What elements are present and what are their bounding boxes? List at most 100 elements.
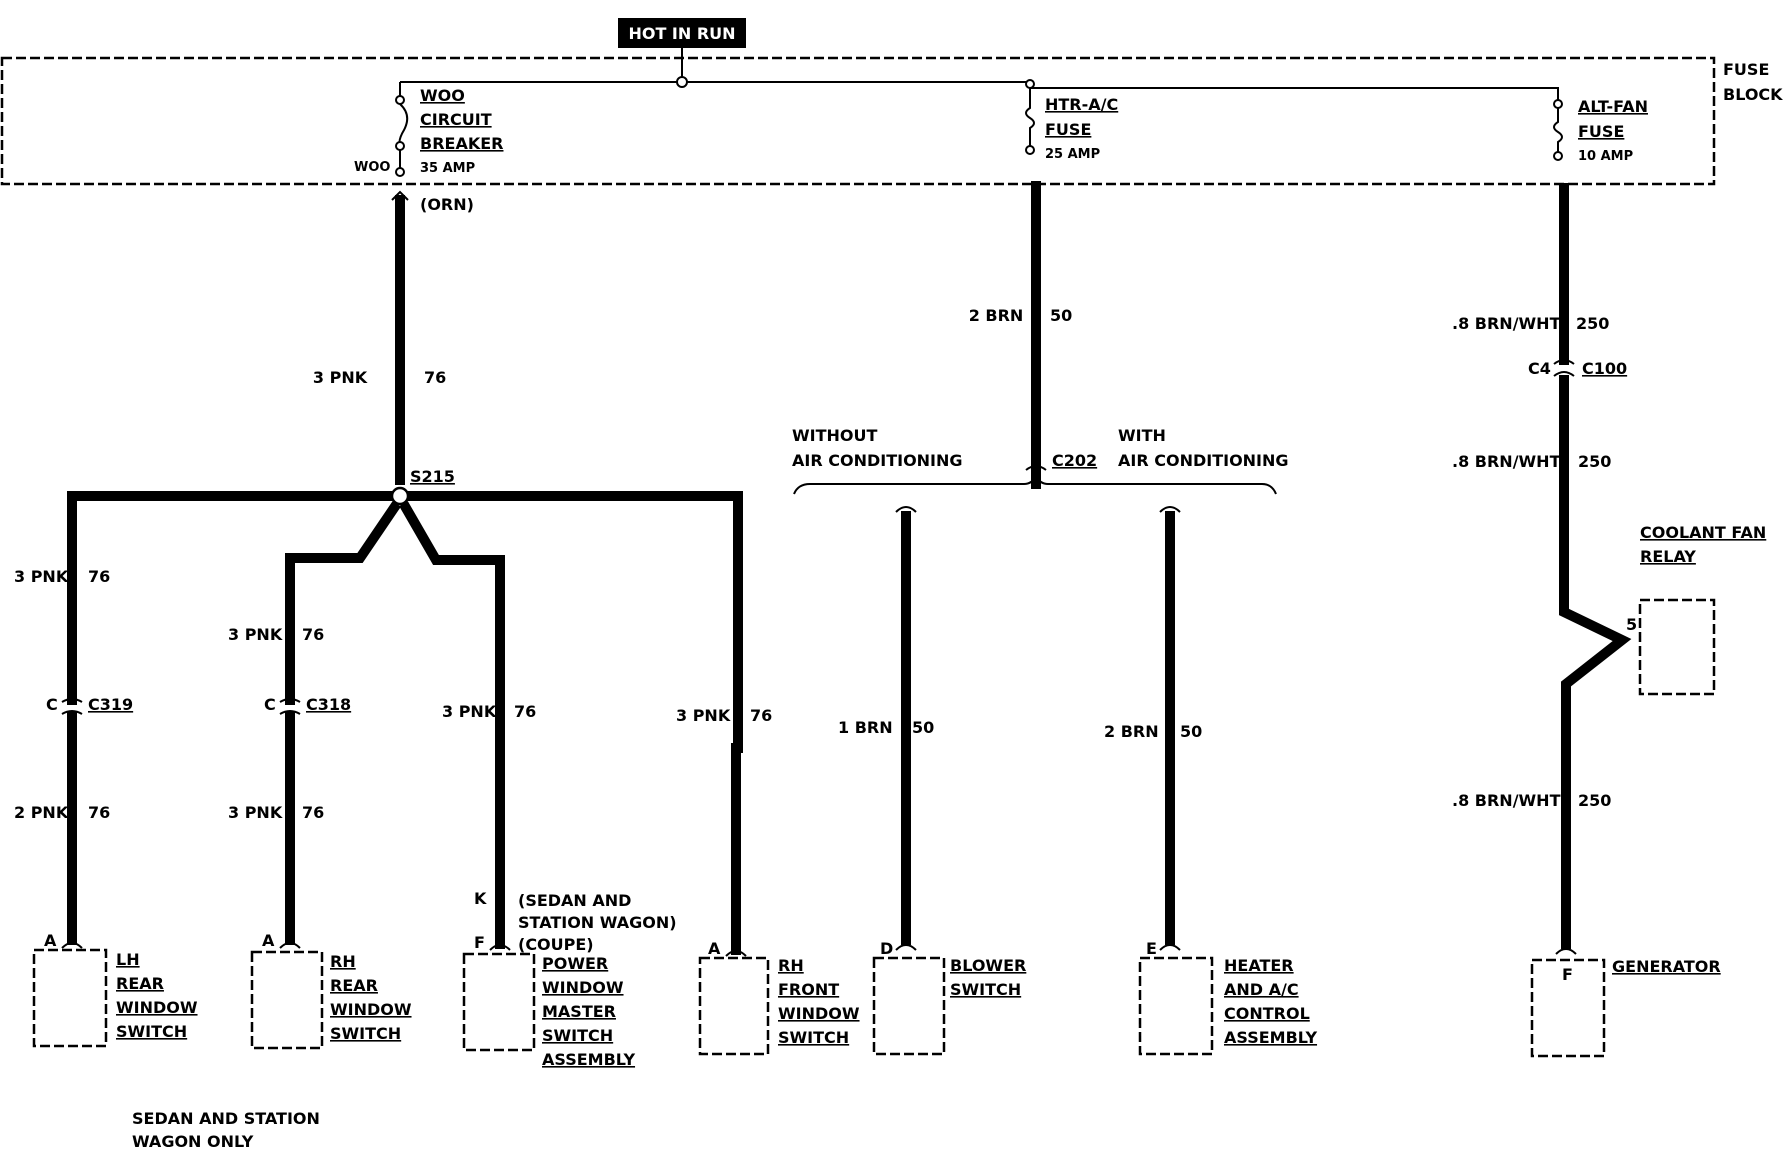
heater-ac-control-box	[1138, 956, 1214, 1056]
power-window-master-box	[462, 952, 536, 1052]
lh-rear-label-2: REAR	[116, 974, 164, 993]
lh-upper-circuit: 76	[88, 567, 110, 586]
c100-name: C100	[1582, 359, 1627, 378]
htr-feed-circuit: 50	[1050, 306, 1072, 325]
alt-fan-3-gauge: .8 BRN/WHT	[1452, 791, 1561, 810]
blower-label-1: BLOWER	[950, 956, 1026, 975]
with-ac-1: WITH	[1118, 426, 1166, 445]
lh-lower-gauge: 2 PNK	[14, 803, 69, 822]
rh-rear-terminal	[279, 942, 301, 949]
heater-terminal	[1159, 944, 1181, 951]
blower-wire-top-terminal	[895, 506, 917, 513]
blower-circuit: 50	[912, 718, 934, 737]
c319-pin: C	[46, 695, 58, 714]
power-window-terminal	[489, 944, 511, 951]
rh-rear-label-2: REAR	[330, 976, 378, 995]
lh-rear-window-switch-box	[32, 948, 108, 1048]
pw-label-5: ASSEMBLY	[542, 1050, 635, 1069]
fuse-block-label-1: FUSE	[1723, 60, 1769, 79]
pw-label-4: SWITCH	[542, 1026, 613, 1045]
heater-label-3: CONTROL	[1224, 1004, 1310, 1023]
rh-front-circuit: 76	[750, 706, 772, 725]
lh-upper-gauge: 3 PNK	[14, 567, 69, 586]
htr-feed-gauge: 2 BRN	[969, 306, 1024, 325]
generator-label: GENERATOR	[1612, 957, 1721, 976]
footnote-2: WAGON ONLY	[132, 1132, 254, 1151]
rh-front-gauge: 3 PNK	[676, 706, 731, 725]
without-ac-1: WITHOUT	[792, 426, 878, 445]
relay-pin: 5	[1626, 615, 1637, 634]
alt-fan-1-circuit: 250	[1576, 314, 1609, 333]
woo-terminal: WOO	[354, 160, 390, 175]
alt-fan-2-circuit: 250	[1578, 452, 1611, 471]
c100-pin: C4	[1528, 359, 1551, 378]
lh-rear-terminal	[61, 942, 83, 949]
htr-label-2: FUSE	[1045, 120, 1091, 139]
c318-name: C318	[306, 695, 351, 714]
relay-label-1: COOLANT FAN	[1640, 523, 1766, 542]
lh-rear-label-3: WINDOW	[116, 998, 198, 1017]
alt-fan-rating: 10 AMP	[1578, 149, 1633, 164]
pw-pin-f: F	[474, 933, 485, 952]
splice-s215	[390, 486, 410, 506]
connector-c100	[1553, 359, 1575, 377]
rh-rear-label-1: RH	[330, 952, 356, 971]
wire-alt-fan-2	[1559, 375, 1632, 949]
rh-front-label-1: RH	[778, 956, 804, 975]
alt-fan-2-gauge: .8 BRN/WHT	[1452, 452, 1561, 471]
footnote-1: SEDAN AND STATION	[132, 1109, 320, 1128]
heater-label-1: HEATER	[1224, 956, 1294, 975]
terminal-woo	[391, 190, 409, 201]
heater-pin: E	[1146, 939, 1157, 958]
blower-terminal	[895, 944, 917, 951]
option-brace	[793, 473, 1277, 495]
wire-branch-left	[67, 491, 397, 705]
coolant-fan-relay-box	[1638, 598, 1716, 696]
connector-c202-symbol	[1025, 465, 1047, 471]
heater-wire-top-terminal	[1159, 506, 1181, 513]
pw-label-1: POWER	[542, 954, 608, 973]
lh-lower-circuit: 76	[88, 803, 110, 822]
rh-front-window-switch-box	[698, 956, 770, 1056]
rh-front-label-3: WINDOW	[778, 1004, 860, 1023]
rh-front-label-4: SWITCH	[778, 1028, 849, 1047]
hot-in-run-label: HOT IN RUN	[628, 24, 735, 43]
heater-label-4: ASSEMBLY	[1224, 1028, 1317, 1047]
wire-branch-rh-rear	[285, 501, 401, 705]
bus-junction	[676, 76, 688, 88]
rh-rear-lower-gauge: 3 PNK	[228, 803, 283, 822]
hot-in-run-banner	[618, 18, 746, 48]
woo-rating: 35 AMP	[420, 161, 475, 176]
blower-gauge: 1 BRN	[838, 718, 893, 737]
alt-fan-3-circuit: 250	[1578, 791, 1611, 810]
pw-label-3: MASTER	[542, 1002, 616, 1021]
generator-pin: F	[1562, 965, 1573, 984]
htr-rating: 25 AMP	[1045, 147, 1100, 162]
woo-label-3: BREAKER	[420, 134, 503, 153]
htr-label-1: HTR-A/C	[1045, 95, 1118, 114]
c318-pin: C	[264, 695, 276, 714]
pw-note-2: STATION WAGON)	[518, 913, 677, 932]
woo-circuit-breaker-symbol	[395, 95, 409, 177]
rh-front-pin: A	[708, 939, 721, 958]
blower-label-2: SWITCH	[950, 980, 1021, 999]
rh-front-terminal	[725, 950, 747, 957]
rh-rear-label-4: SWITCH	[330, 1024, 401, 1043]
heater-gauge: 2 BRN	[1104, 722, 1159, 741]
pw-pin-k: K	[474, 889, 487, 908]
alt-fan-fuse-symbol	[1553, 99, 1563, 161]
without-ac-2: AIR CONDITIONING	[792, 451, 963, 470]
alt-fan-label-2: FUSE	[1578, 122, 1624, 141]
splice-label: S215	[410, 467, 455, 486]
hot-bus	[399, 48, 1559, 100]
woo-label-1: WOO	[420, 86, 465, 105]
orn-label: (ORN)	[420, 195, 474, 214]
wire-main-circuit: 76	[424, 368, 446, 387]
lh-rear-label-4: SWITCH	[116, 1022, 187, 1041]
blower-pin: D	[880, 939, 893, 958]
wire-branch-power	[399, 501, 505, 949]
fuse-block-label-2: BLOCK	[1723, 85, 1783, 104]
lh-rear-pin: A	[44, 931, 57, 950]
pw-label-2: WINDOW	[542, 978, 624, 997]
